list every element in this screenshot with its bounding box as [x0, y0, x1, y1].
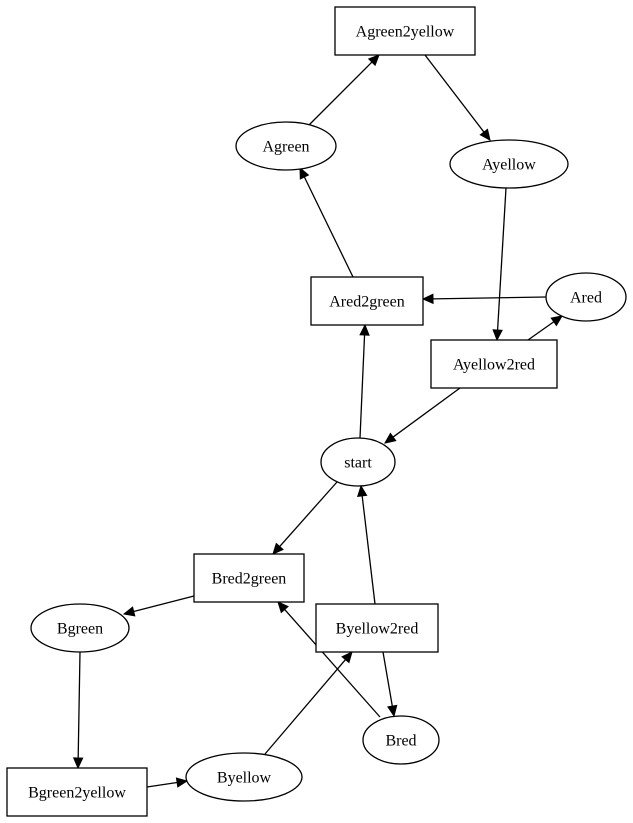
- edge-ared-to-ared2green: [421, 293, 547, 305]
- arrowhead: [492, 329, 503, 342]
- node-bgreen: Bgreen: [30, 603, 130, 653]
- ellipse-shape: [30, 603, 130, 653]
- edge-start-to-ared2green: [359, 323, 370, 439]
- ellipse-shape: [545, 272, 627, 322]
- arrowhead: [421, 293, 434, 305]
- edge-bred-to-bred2green: [277, 601, 381, 718]
- arrowhead: [384, 432, 397, 444]
- edge-line: [279, 481, 338, 547]
- arrowhead: [122, 606, 136, 617]
- edge-line: [284, 609, 381, 718]
- arrowhead: [357, 484, 368, 498]
- arrowhead: [479, 128, 491, 141]
- ellipse-shape: [362, 715, 440, 765]
- edge-byellow2red-to-start: [357, 484, 376, 605]
- edge-line: [264, 659, 347, 755]
- node-label: Ared2green: [329, 294, 405, 311]
- box-shape: [315, 603, 439, 653]
- arrowhead: [367, 54, 380, 67]
- edge-line: [133, 595, 195, 613]
- box-shape: [430, 339, 558, 389]
- edge-line: [308, 61, 373, 126]
- edge-bgreen-to-bgreen2yellow: [72, 651, 84, 770]
- node-label: Ared: [570, 290, 602, 307]
- node-label: Byellow: [217, 770, 272, 787]
- edge-agreen2yellow-to-ayellow: [424, 54, 491, 141]
- arrowhead: [299, 166, 310, 180]
- edges-layer: [72, 54, 563, 788]
- edge-bgreen2yellow-to-byellow: [146, 777, 189, 788]
- edge-byellow-to-byellow2red: [264, 651, 353, 755]
- node-label: Ayellow: [482, 157, 536, 174]
- arrowhead: [387, 704, 398, 718]
- node-ared: Ared: [545, 272, 627, 322]
- edge-line: [432, 296, 547, 300]
- ellipse-shape: [235, 121, 337, 171]
- arrowhead: [175, 777, 189, 788]
- box-shape: [334, 6, 476, 56]
- node-label: Bred2green: [212, 571, 287, 588]
- node-agreen2yellow: Agreen2yellow: [334, 6, 476, 56]
- edge-line: [361, 495, 376, 605]
- node-label: start: [344, 455, 372, 472]
- edge-bred2green-to-bgreen: [122, 595, 195, 617]
- arrowhead: [277, 601, 289, 614]
- edge-ayellow2red-to-ared: [527, 315, 563, 341]
- node-bgreen2yellow: Bgreen2yellow: [6, 767, 148, 817]
- edge-line: [77, 651, 81, 759]
- edge-agreen-to-agreen2yellow: [308, 54, 380, 126]
- arrowhead: [272, 542, 284, 555]
- box-shape: [193, 553, 305, 603]
- arrowhead: [72, 757, 84, 770]
- node-label: Byellow2red: [336, 621, 419, 638]
- node-label: Bgreen: [57, 621, 103, 638]
- node-ayellow2red: Ayellow2red: [430, 339, 558, 389]
- edge-line: [392, 387, 461, 438]
- node-ared2green: Ared2green: [310, 276, 424, 326]
- edge-line: [527, 321, 555, 341]
- arrowhead: [550, 315, 563, 327]
- node-label: Agreen2yellow: [356, 24, 455, 41]
- node-agreen: Agreen: [235, 121, 337, 171]
- node-label: Bred: [385, 733, 416, 750]
- node-ayellow: Ayellow: [449, 139, 569, 189]
- edge-line: [359, 334, 366, 439]
- node-label: Ayellow2red: [453, 357, 535, 374]
- node-byellow: Byellow: [185, 752, 303, 802]
- edge-line: [146, 781, 178, 788]
- arrowhead: [341, 651, 353, 664]
- box-shape: [6, 767, 148, 817]
- edge-line: [496, 187, 507, 331]
- edge-line: [424, 54, 485, 133]
- edge-start-to-bred2green: [272, 481, 338, 555]
- node-label: Bgreen2yellow: [28, 785, 126, 802]
- edge-line: [303, 176, 354, 278]
- ellipse-shape: [449, 139, 569, 189]
- arrowhead: [359, 323, 370, 336]
- edge-ared2green-to-agreen: [299, 166, 354, 278]
- ellipse-shape: [320, 437, 396, 487]
- edge-ayellow-to-ayellow2red: [492, 187, 507, 342]
- node-bred2green: Bred2green: [193, 553, 305, 603]
- node-start: start: [320, 437, 396, 487]
- node-byellow2red: Byellow2red: [315, 603, 439, 653]
- ellipse-shape: [185, 752, 303, 802]
- edge-line: [382, 651, 393, 707]
- node-label: Agreen: [262, 139, 309, 156]
- node-bred: Bred: [362, 715, 440, 765]
- edge-byellow2red-to-bred: [382, 651, 398, 718]
- box-shape: [310, 276, 424, 326]
- edge-ayellow2red-to-start: [384, 387, 461, 444]
